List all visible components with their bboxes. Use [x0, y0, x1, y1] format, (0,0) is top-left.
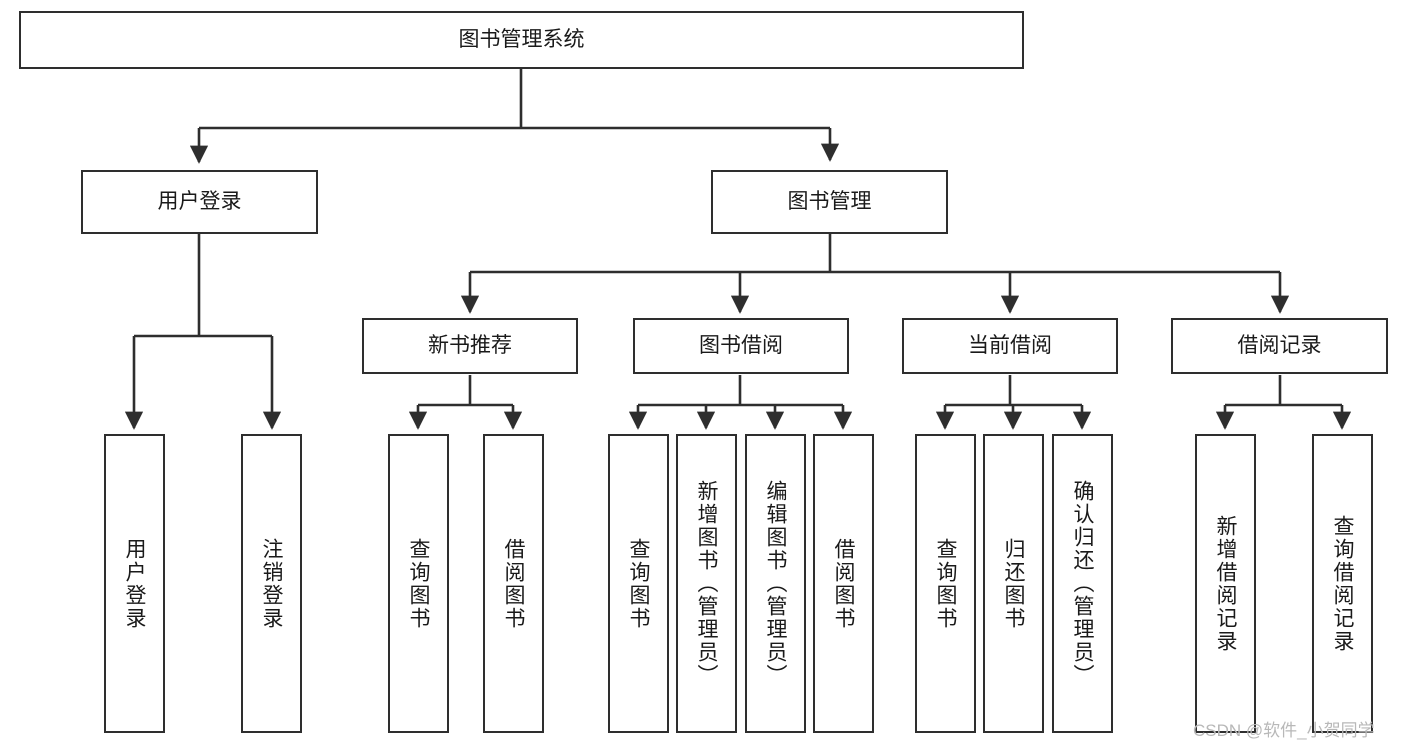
node-leaf-confirm-return[interactable]: 确认归还（管理员）	[1052, 434, 1113, 733]
node-leaf-borrow-book-1[interactable]: 借阅图书	[483, 434, 544, 733]
node-new-book-recommend-label: 新书推荐	[428, 333, 512, 357]
node-leaf-query-book-1[interactable]: 查询图书	[388, 434, 449, 733]
node-borrow-record[interactable]: 借阅记录	[1171, 318, 1388, 374]
node-leaf-add-record[interactable]: 新增借阅记录	[1195, 434, 1256, 733]
node-leaf-borrow-book-2-label: 借阅图书	[832, 537, 855, 630]
node-leaf-query-book-3-label: 查询图书	[934, 537, 957, 630]
node-leaf-query-record-label: 查询借阅记录	[1331, 514, 1354, 653]
node-book-borrow-label: 图书借阅	[699, 333, 783, 357]
node-book-manage-label: 图书管理	[787, 189, 872, 213]
node-leaf-confirm-return-label: 确认归还（管理员）	[1071, 480, 1094, 687]
node-book-manage[interactable]: 图书管理	[711, 170, 948, 234]
node-borrow-record-label: 借阅记录	[1237, 333, 1322, 357]
node-leaf-add-book-label: 新增图书（管理员）	[695, 480, 718, 687]
node-leaf-query-book-2-label: 查询图书	[627, 537, 650, 630]
node-book-borrow[interactable]: 图书借阅	[633, 318, 849, 374]
node-leaf-user-login-label: 用户登录	[123, 537, 146, 630]
node-leaf-logout-login-label: 注销登录	[260, 537, 283, 630]
node-leaf-query-record[interactable]: 查询借阅记录	[1312, 434, 1373, 733]
node-current-borrow-label: 当前借阅	[968, 333, 1052, 357]
node-root[interactable]: 图书管理系统	[19, 11, 1024, 69]
node-user-login[interactable]: 用户登录	[81, 170, 318, 234]
node-leaf-edit-book[interactable]: 编辑图书（管理员）	[745, 434, 806, 733]
node-leaf-borrow-book-1-label: 借阅图书	[502, 537, 525, 630]
node-leaf-edit-book-label: 编辑图书（管理员）	[764, 480, 787, 687]
node-leaf-return-book[interactable]: 归还图书	[983, 434, 1044, 733]
node-leaf-query-book-2[interactable]: 查询图书	[608, 434, 669, 733]
node-new-book-recommend[interactable]: 新书推荐	[362, 318, 578, 374]
node-leaf-borrow-book-2[interactable]: 借阅图书	[813, 434, 874, 733]
node-root-label: 图书管理系统	[458, 27, 585, 51]
node-leaf-logout-login[interactable]: 注销登录	[241, 434, 302, 733]
node-user-login-label: 用户登录	[157, 189, 242, 213]
node-leaf-add-record-label: 新增借阅记录	[1214, 514, 1237, 653]
node-leaf-query-book-1-label: 查询图书	[407, 537, 430, 630]
node-leaf-user-login[interactable]: 用户登录	[104, 434, 165, 733]
node-leaf-query-book-3[interactable]: 查询图书	[915, 434, 976, 733]
node-current-borrow[interactable]: 当前借阅	[902, 318, 1118, 374]
node-leaf-add-book[interactable]: 新增图书（管理员）	[676, 434, 737, 733]
node-leaf-return-book-label: 归还图书	[1002, 537, 1025, 630]
